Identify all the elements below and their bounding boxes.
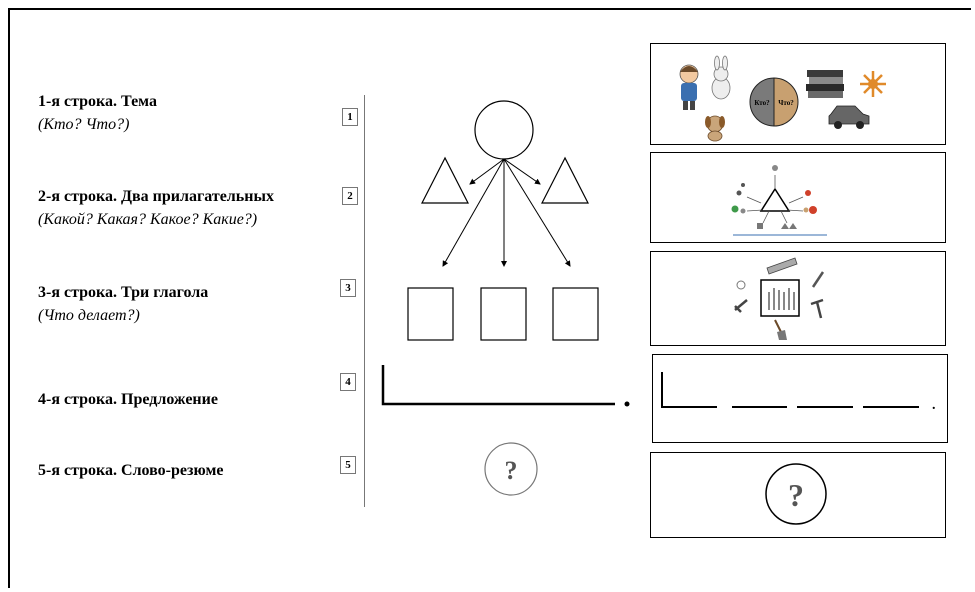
hammer-icon xyxy=(810,298,824,319)
kto-chto-pie-icon: Кто? Что? xyxy=(749,77,799,127)
row-3-hint: (Что делает?) xyxy=(38,307,140,324)
verbs-tools-icon xyxy=(734,257,825,340)
panel-3-picture xyxy=(734,257,825,340)
row-1-number: 1 xyxy=(342,108,358,126)
row-1-title: 1-я строка. Тема xyxy=(38,93,157,110)
arrow-to-triangle-left xyxy=(469,158,505,185)
panel-1-picture: Кто? Что? xyxy=(679,55,886,142)
adjectives-triangle-icon xyxy=(731,165,827,236)
row-3-title: 3-я строка. Три глагола xyxy=(38,284,209,301)
books-icon xyxy=(806,70,844,98)
row-2-number: 2 xyxy=(342,187,358,205)
picture-panel-3 xyxy=(650,251,946,346)
arrow-to-square-left xyxy=(442,158,505,267)
row-5-title: 5-я строка. Слово-резюме xyxy=(38,462,224,479)
sentence-line xyxy=(381,365,615,406)
saw-icon xyxy=(766,257,798,275)
sentence-start-line xyxy=(661,372,717,408)
adjective-triangle-left xyxy=(421,156,469,204)
picture-panel-2 xyxy=(650,152,946,243)
divider-line xyxy=(364,95,365,507)
picture-panel-5: ? xyxy=(650,452,946,538)
picture-panel-1: Кто? Что? xyxy=(650,43,946,145)
sentence-dot xyxy=(624,401,630,407)
row-3-number: 3 xyxy=(340,279,356,297)
panel-4-picture: . xyxy=(661,372,936,413)
shovel-icon xyxy=(774,319,782,333)
slide-frame xyxy=(8,8,971,588)
puppy-icon xyxy=(705,115,725,142)
adjective-triangle-right xyxy=(541,156,589,204)
topic-circle xyxy=(474,100,534,160)
summary-circle xyxy=(484,442,538,496)
panel-2-picture xyxy=(731,165,827,236)
summary-panel-circle xyxy=(765,463,827,525)
row-5-number: 5 xyxy=(340,456,356,474)
row-4-number: 4 xyxy=(340,373,356,391)
row-1-hint: (Кто? Что?) xyxy=(38,116,130,133)
arrow-to-triangle-right xyxy=(503,158,541,185)
verb-square-1 xyxy=(407,287,454,341)
picture-panel-4: . xyxy=(652,354,948,443)
car-icon xyxy=(828,105,870,129)
row-4-title: 4-я строка. Предложение xyxy=(38,391,218,408)
panel-5-picture: ? xyxy=(765,463,827,525)
pencil-icon xyxy=(811,271,825,288)
arrow-to-square-right xyxy=(503,158,571,267)
pie-right-label: Что? xyxy=(778,99,794,107)
boy-icon xyxy=(679,64,699,110)
row-2-hint: (Какой? Какая? Какое? Какие?) xyxy=(38,211,258,228)
summary-question-mark: ? xyxy=(505,456,518,485)
star-icon xyxy=(860,71,886,97)
row-2-title: 2-я строка. Два прилагательных xyxy=(38,188,274,205)
summary-panel-question-mark: ? xyxy=(788,477,804,513)
sentence-end-dot: . xyxy=(932,398,936,413)
verb-square-2 xyxy=(480,287,527,341)
bunny-icon xyxy=(711,55,731,100)
pie-left-label: Кто? xyxy=(754,99,770,107)
verb-square-3 xyxy=(552,287,599,341)
tongs-icon xyxy=(734,299,748,313)
